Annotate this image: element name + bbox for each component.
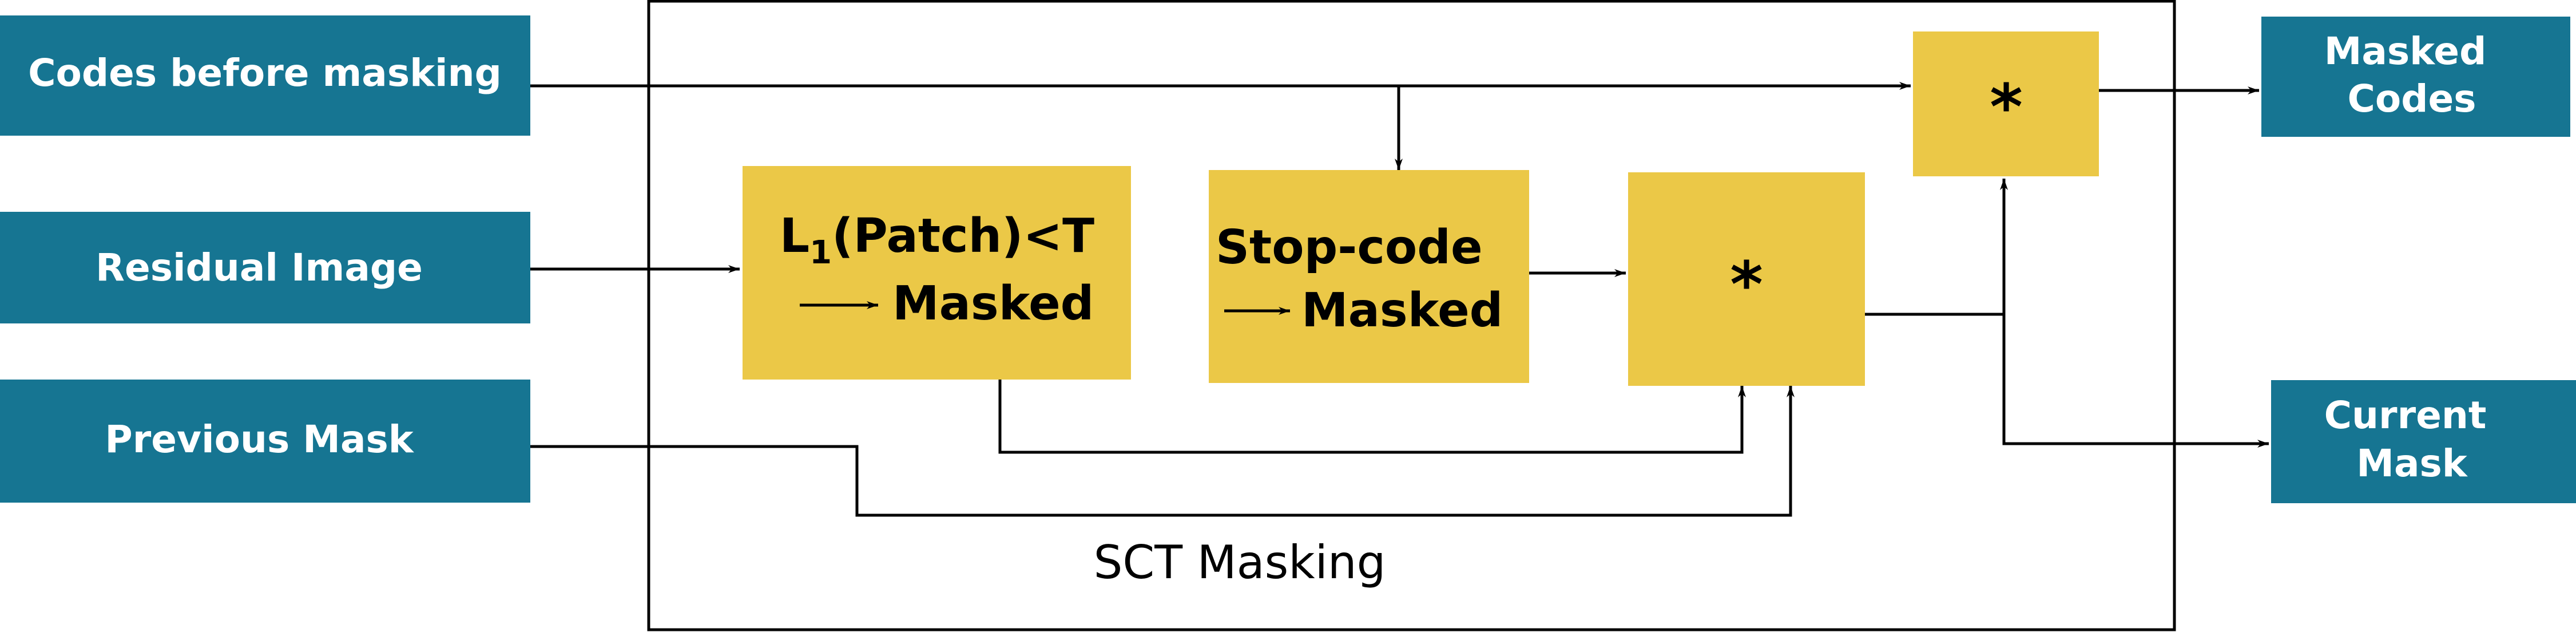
output-masked-codes-line2: Codes [2347,77,2476,121]
l1-patch-threshold-block [743,166,1131,380]
multiply-upper-symbol: * [1990,70,2023,144]
l1-symbol: L [780,209,809,263]
frame-label: SCT Masking [1094,536,1386,589]
l1-subscript: 1 [809,234,832,271]
output-masked-codes-label: Masked Codes [2324,29,2500,121]
input-residual-image-label: Residual Image [96,246,423,290]
output-masked-codes-box [2261,17,2570,137]
output-current-mask-box [2271,380,2576,503]
stop-code-block [1209,170,1529,383]
connector-previous-mask-to-multiply-lower [530,386,1795,517]
output-masked-codes-line1: Masked [2324,29,2487,73]
output-current-mask-line2: Mask [2356,441,2468,485]
multiply-upper-block [1913,31,2099,176]
sct-masking-frame [647,0,2176,631]
input-codes-before-masking-label: Codes before masking [28,51,502,95]
l1-patch-line1: L1(Patch)<T [780,209,1094,271]
connector-to-current-mask [2002,314,2269,448]
input-previous-mask-box [0,380,530,503]
stop-code-line1: Stop-code [1216,220,1483,275]
input-codes-before-masking-box [0,15,530,136]
input-previous-mask-label: Previous Mask [105,417,414,461]
l1-patch-condition: (Patch)<T [832,209,1094,263]
output-current-mask-label: Current Mask [2324,393,2500,485]
multiply-lower-symbol: * [1730,248,1763,321]
connector-l1-patch-to-multiply-lower [998,380,1746,454]
l1-patch-line2: Masked [892,276,1094,331]
input-residual-image-box [0,212,530,323]
output-current-mask-line1: Current [2324,393,2487,437]
multiply-lower-block [1628,172,1865,386]
stop-code-line2: Masked [1301,283,1503,338]
